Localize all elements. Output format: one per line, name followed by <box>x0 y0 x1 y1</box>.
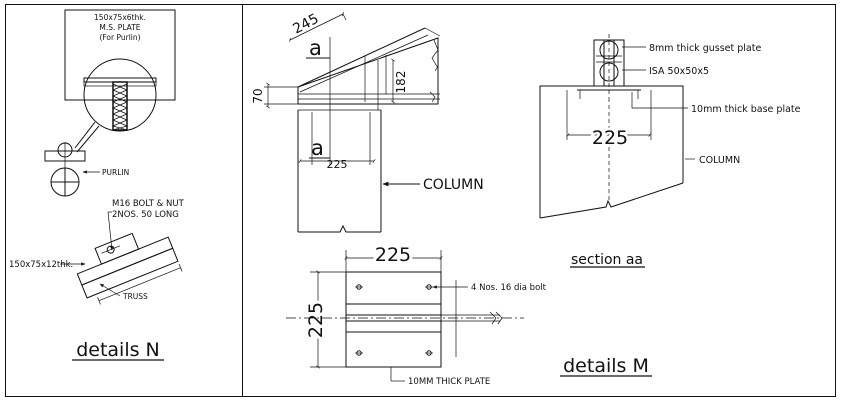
base-plate-label: 10mm thick base plate <box>691 104 801 115</box>
section-mark-bottom: a <box>311 136 324 160</box>
dim-225-section-group: 225 <box>566 125 652 152</box>
sheet-border <box>5 4 836 397</box>
plate-callout-box: 150x75x6thk. M.S. PLATE (For Purlin) <box>64 9 176 101</box>
plate-label-line1: 150x75x6thk. <box>94 13 146 22</box>
purlin-section: PURLIN <box>44 142 129 197</box>
rafter-elevation: 245 a 70 182 a 225 COLUMN <box>251 11 484 233</box>
details-n-panel: 150x75x6thk. M.S. PLATE (For Purlin) PUR… <box>9 9 185 361</box>
dim-182-group: 182 <box>391 58 408 104</box>
gusset-isa-stack <box>577 34 641 98</box>
dim-182: 182 <box>394 71 408 94</box>
dim-width-group: 225 <box>344 241 443 272</box>
dim-height: 225 <box>305 302 327 338</box>
dim-225-elev: 225 <box>327 158 348 171</box>
plate-label: 10MM THICK PLATE <box>408 377 490 387</box>
bolt-holes <box>355 284 433 356</box>
section-aa-panel: 225 8mm thick gusset plate ISA 50x50x5 1… <box>539 34 801 268</box>
plate-label-line3: (For Purlin) <box>99 33 140 42</box>
details-m-panel: 225 225 4 Nos. 16 dia bolt <box>286 241 652 387</box>
base-plate-outline <box>345 271 442 368</box>
rafter-plate <box>297 37 439 105</box>
section-aa-title: section aa <box>571 252 643 268</box>
angle-label: 150x75x12thk. <box>9 260 73 270</box>
section-mark-top: a <box>309 36 322 60</box>
dim-225-section: 225 <box>592 127 628 149</box>
bolt-label: 4 Nos. 16 dia bolt <box>471 283 547 293</box>
purlin-label: PURLIN <box>102 168 129 177</box>
column-label-section: COLUMN <box>699 155 740 166</box>
isa-label: ISA 50x50x5 <box>649 66 709 77</box>
dim-height-group: 225 <box>302 270 346 369</box>
dim-245: 245 <box>290 11 321 38</box>
details-m-title: details M <box>563 355 649 377</box>
column-elevation <box>297 109 382 233</box>
truss-connection: M16 BOLT & NUT 2NOS. 50 LONG 150x75x12th… <box>9 199 185 305</box>
bolt-label-line2: 2NOS. 50 LONG <box>112 210 179 220</box>
dim-70-group: 70 <box>251 82 298 109</box>
gusset-label: 8mm thick gusset plate <box>649 43 761 54</box>
column-label-elev: COLUMN <box>423 177 484 193</box>
dim-225-elev-group: 225 <box>298 158 376 171</box>
enlarged-weld-circle <box>74 58 157 153</box>
bolt-label-line1: M16 BOLT & NUT <box>112 199 185 209</box>
plate-label-line2: M.S. PLATE <box>99 23 140 32</box>
truss-label: TRUSS <box>122 292 148 301</box>
rafter-top-chord <box>297 27 426 88</box>
base-column-block <box>539 85 684 219</box>
details-n-title: details N <box>76 339 160 361</box>
dim-70: 70 <box>251 88 265 103</box>
dim-width: 225 <box>375 244 411 266</box>
